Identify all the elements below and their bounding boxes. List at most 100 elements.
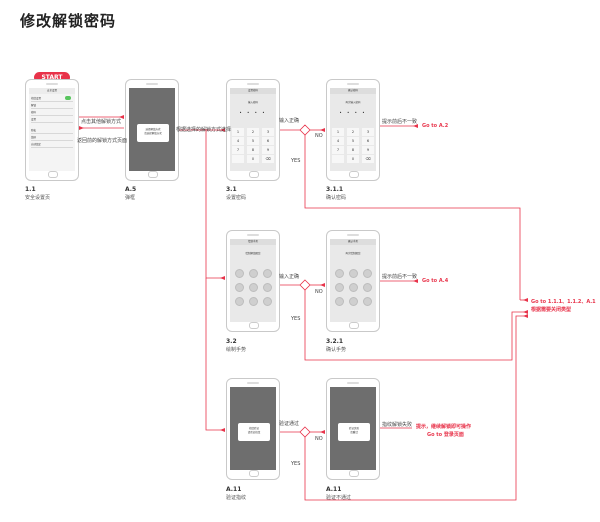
- keypad-key[interactable]: 6: [262, 137, 274, 145]
- keypad-key[interactable]: 3: [362, 128, 374, 136]
- pattern-dot[interactable]: [235, 283, 244, 292]
- keypad-key[interactable]: 4: [232, 137, 244, 145]
- decision-diamond: [299, 279, 311, 291]
- dialog-screen: 验证失败 请重试: [330, 387, 376, 470]
- dialog-box: 指纹验证 请验证指纹: [238, 423, 270, 441]
- edge-label: YES: [291, 461, 301, 467]
- settings-row[interactable]: 锁屏: [31, 135, 73, 141]
- keypad-key[interactable]: 4: [332, 137, 344, 145]
- passcode-hint: 再次输入密码: [345, 101, 361, 104]
- phone-3-2: 绘制手势 绘制解锁图案: [226, 230, 280, 332]
- keypad-key[interactable]: 8: [247, 146, 259, 154]
- phone-3-2-1: 确认手势 再次绘制图案: [326, 230, 380, 332]
- decision-diamond: [299, 426, 311, 438]
- dialog-box: 选择解锁方式 请选择解锁方式: [137, 124, 169, 142]
- edge-label: NO: [315, 436, 323, 442]
- settings-screen: 安全设置 指纹设置 解锁 密码 设置 隐私 锁屏 自动锁定: [29, 88, 75, 171]
- pattern-dot[interactable]: [263, 297, 272, 306]
- screen-name: 安全设置页: [25, 195, 51, 201]
- pattern-dot[interactable]: [263, 283, 272, 292]
- pattern-dot[interactable]: [335, 283, 344, 292]
- settings-row[interactable]: 自动锁定: [31, 142, 73, 148]
- goto-label: Go to 1.1.1、1.1.2、A.1: [531, 299, 596, 305]
- passcode-screen: 确认密码 再次输入密码 • • • • 1 2 3 4 5 6 7 8 9 0 …: [330, 88, 376, 171]
- dialog-body: 请选择解锁方式: [144, 132, 162, 135]
- screen-name: 确认手势: [326, 347, 347, 353]
- keypad-key[interactable]: ⌫: [362, 155, 374, 163]
- phone-a-5: 选择解锁方式 请选择解锁方式: [125, 79, 179, 181]
- goto-label: 提示，继续解锁即可操作: [416, 424, 472, 430]
- dialog-screen: 指纹验证 请验证指纹: [230, 387, 276, 470]
- edge-label: 输入正确: [279, 274, 300, 280]
- settings-row[interactable]: 指纹设置: [31, 96, 73, 102]
- screen-code: A.11: [226, 486, 242, 493]
- dialog-title: 验证失败: [348, 427, 359, 430]
- keypad-key[interactable]: 7: [332, 146, 344, 154]
- pattern-screen: 绘制手势 绘制解锁图案: [230, 239, 276, 322]
- edge-label: NO: [315, 289, 323, 295]
- edge-label: 验证通过: [279, 421, 300, 427]
- keypad-key[interactable]: 9: [362, 146, 374, 154]
- pattern-dot[interactable]: [363, 283, 372, 292]
- screen-code: 3.2: [226, 338, 237, 345]
- keypad-key[interactable]: 8: [347, 146, 359, 154]
- keypad-key[interactable]: 5: [347, 137, 359, 145]
- keypad-key[interactable]: 9: [262, 146, 274, 154]
- pattern-dot[interactable]: [235, 297, 244, 306]
- screen-name: 确认密码: [326, 195, 347, 201]
- pattern-dot[interactable]: [363, 269, 372, 278]
- pattern-dot[interactable]: [249, 283, 258, 292]
- pattern-dot[interactable]: [349, 297, 358, 306]
- pattern-dot[interactable]: [335, 269, 344, 278]
- settings-row[interactable]: 密码: [31, 110, 73, 116]
- toggle-switch[interactable]: [65, 96, 71, 100]
- pattern-dot[interactable]: [349, 269, 358, 278]
- screen-name: 设置密码: [226, 195, 247, 201]
- edge-label: YES: [291, 316, 301, 322]
- keypad-key[interactable]: 6: [362, 137, 374, 145]
- keypad-key[interactable]: 2: [247, 128, 259, 136]
- screen-name: 绘制手势: [226, 347, 247, 353]
- screen-header: 确认密码: [330, 88, 376, 94]
- dialog-title: 指纹验证: [248, 427, 259, 430]
- decision-diamond: [299, 124, 311, 136]
- pattern-screen: 确认手势 再次绘制图案: [330, 239, 376, 322]
- pattern-dot[interactable]: [349, 283, 358, 292]
- pattern-dot[interactable]: [235, 269, 244, 278]
- edge-label: 返回前的解锁方式页面: [77, 138, 128, 144]
- connector-line: [304, 135, 521, 300]
- goto-label: Go to A.4: [422, 278, 449, 284]
- pattern-dot[interactable]: [249, 269, 258, 278]
- keypad-key[interactable]: 1: [232, 128, 244, 136]
- settings-row[interactable]: 解锁: [31, 103, 73, 109]
- pattern-dot[interactable]: [249, 297, 258, 306]
- pattern-dot[interactable]: [335, 297, 344, 306]
- settings-row[interactable]: 隐私: [31, 128, 73, 134]
- keypad-key[interactable]: 0: [247, 155, 259, 163]
- settings-row[interactable]: 设置: [31, 117, 73, 123]
- phone-3-1-1: 确认密码 再次输入密码 • • • • 1 2 3 4 5 6 7 8 9 0 …: [326, 79, 380, 181]
- keypad-key[interactable]: 0: [347, 155, 359, 163]
- pattern-dot[interactable]: [263, 269, 272, 278]
- edge-label: 提示前后不一致: [382, 274, 418, 280]
- keypad-key[interactable]: ⌫: [262, 155, 274, 163]
- keypad-key[interactable]: 7: [232, 146, 244, 154]
- edge-label: NO: [315, 133, 323, 139]
- keypad-key[interactable]: 1: [332, 128, 344, 136]
- screen-code: A.11: [326, 486, 342, 493]
- goto-label: Go to A.2: [422, 123, 449, 129]
- keypad-key[interactable]: 2: [347, 128, 359, 136]
- screen-name: 弹框: [125, 195, 136, 201]
- pattern-dot[interactable]: [363, 297, 372, 306]
- screen-name: 验证指纹: [226, 495, 247, 501]
- keypad-key[interactable]: 3: [262, 128, 274, 136]
- edge-label: 点击其他解锁方式: [81, 119, 122, 125]
- keypad-key[interactable]: [332, 155, 344, 163]
- keypad-key[interactable]: [232, 155, 244, 163]
- phone-a-11-failed: 验证失败 请重试: [326, 378, 380, 480]
- passcode-dots: • • • •: [339, 110, 367, 115]
- keypad-key[interactable]: 5: [247, 137, 259, 145]
- screen-code: 3.1: [226, 186, 237, 193]
- pattern-hint: 绘制解锁图案: [245, 252, 261, 255]
